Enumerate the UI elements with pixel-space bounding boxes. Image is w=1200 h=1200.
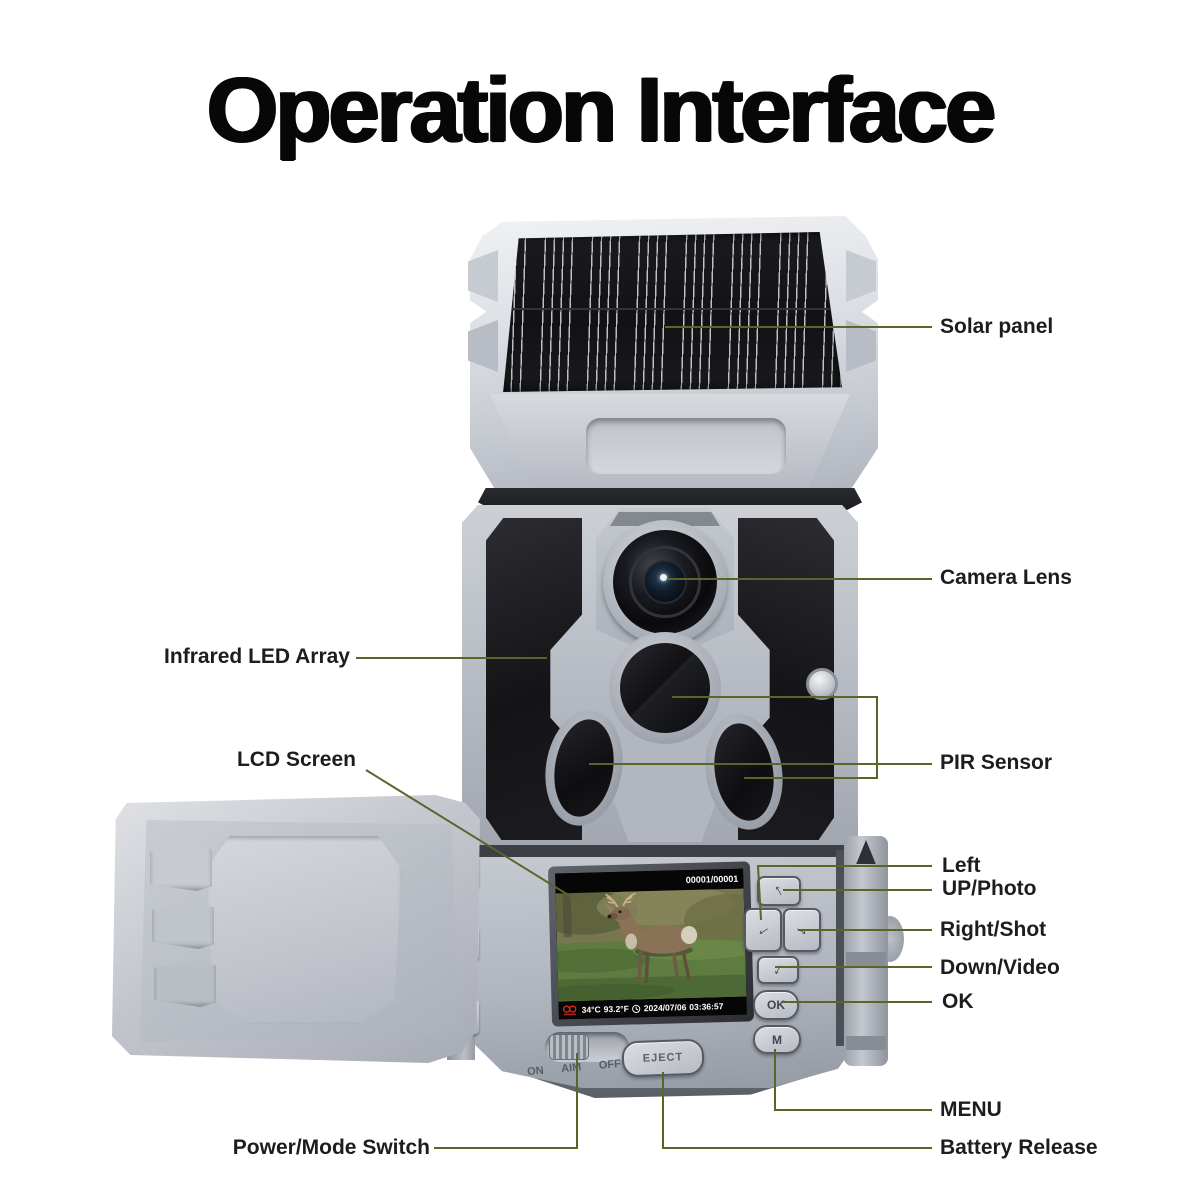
solar-panel — [503, 232, 842, 392]
eject-button-label: EJECT — [642, 1051, 684, 1065]
switch-on-label: ON — [526, 1064, 545, 1079]
callout-battery-release: Battery Release — [940, 1136, 1098, 1159]
menu-button-label: M — [772, 1032, 782, 1047]
brand-logo — [562, 1004, 577, 1015]
callout-infrared-led-array: Infrared LED Array — [164, 645, 350, 668]
down-arrow-icon: ↓ — [770, 960, 786, 979]
callout-left: Left — [942, 854, 981, 877]
callout-menu: MENU — [940, 1098, 1002, 1121]
right-arrow-icon: → — [791, 918, 814, 941]
callout-pir-sensor: PIR Sensor — [940, 751, 1053, 774]
control-panel-top-seam — [462, 845, 862, 857]
door-ridge — [150, 845, 212, 891]
ok-button[interactable]: OK — [753, 990, 799, 1020]
lcd-status-bottom: 34°C 93.2°F 2024/07/06 03:36:57 — [558, 996, 747, 1020]
callout-up-photo: UP/Photo — [942, 877, 1037, 900]
lens-mount-accent — [610, 512, 720, 526]
light-sensor — [806, 668, 838, 700]
camera-lens-glint — [660, 574, 667, 581]
door-ridge — [154, 961, 216, 1007]
deer-photo — [555, 885, 747, 1002]
callout-lcd-screen: LCD Screen — [236, 748, 356, 771]
lcd-screen: 00001/00001 — [547, 861, 755, 1027]
lcd-photo — [555, 885, 747, 1002]
left-arrow-icon: ← — [751, 918, 774, 941]
page-title: Operation Interface — [206, 59, 997, 161]
menu-button[interactable]: M — [753, 1025, 801, 1054]
right-button[interactable]: → — [783, 908, 821, 952]
photo-counter: 00001/00001 — [685, 873, 739, 886]
callout-ok: OK — [942, 990, 974, 1013]
door-ridge — [152, 903, 214, 949]
battery-door-panel — [206, 836, 402, 1024]
callout-camera-lens: Camera Lens — [940, 566, 1072, 589]
left-button[interactable]: ← — [744, 908, 782, 952]
solar-unit-handle-recess — [586, 418, 786, 474]
pir-sensor-window — [620, 643, 710, 733]
ok-button-label: OK — [767, 998, 785, 1012]
screen-date: 2024/07/06 — [643, 1002, 687, 1014]
power-mode-switch-knob[interactable] — [549, 1034, 589, 1060]
latch-rail[interactable] — [844, 836, 888, 1066]
eject-button[interactable]: EJECT — [621, 1038, 705, 1078]
up-arrow-icon: ↑ — [771, 881, 787, 900]
latch-rail-notch — [846, 1036, 886, 1050]
switch-off-label: OFF — [598, 1057, 622, 1072]
camera-lens-inner-ring — [629, 546, 701, 618]
clock-icon — [632, 1004, 641, 1013]
solar-panel-divider — [512, 308, 830, 310]
screen-temp-c: 34°C — [581, 1004, 601, 1015]
screen-temp-f: 93.2°F — [603, 1003, 629, 1015]
camera-lens-element — [643, 560, 687, 604]
callout-down-video: Down/Video — [940, 956, 1060, 979]
callout-right-shot: Right/Shot — [940, 918, 1047, 941]
lcd-display: 00001/00001 — [555, 868, 747, 1020]
latch-rail-notch — [846, 952, 886, 968]
screen-time: 03:36:57 — [689, 1001, 724, 1013]
down-button[interactable]: ↓ — [757, 956, 799, 984]
callout-solar-panel: Solar panel — [940, 315, 1054, 338]
up-button[interactable]: ↑ — [757, 876, 801, 906]
switch-aim-label: AIM — [560, 1061, 582, 1076]
callout-power-mode-switch: Power/Mode Switch — [232, 1136, 430, 1159]
